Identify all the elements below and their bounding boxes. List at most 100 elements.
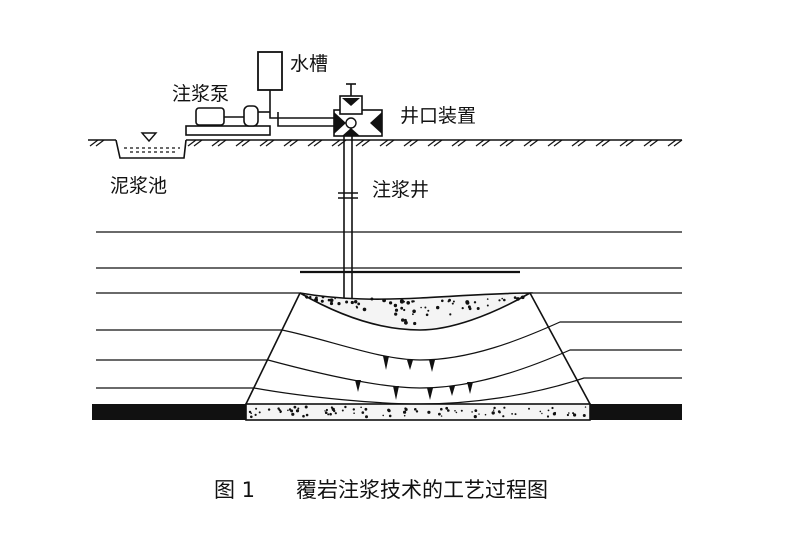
grout-vein xyxy=(467,382,473,394)
grout-dot xyxy=(411,300,414,303)
grout-well xyxy=(338,136,358,304)
goaf-dot xyxy=(352,408,355,411)
grout-dot xyxy=(473,301,477,304)
goaf-dot xyxy=(404,408,408,411)
goaf-dot xyxy=(295,409,300,413)
goaf-dot xyxy=(341,409,344,412)
goaf-dot xyxy=(327,413,330,416)
goaf-dot xyxy=(528,407,530,410)
goaf-dot xyxy=(361,411,365,414)
grout-dot xyxy=(476,307,480,310)
hatch-mark xyxy=(643,139,653,147)
grout-dot xyxy=(393,303,398,308)
hatch-mark xyxy=(89,139,99,147)
fracture-boundary-right xyxy=(529,292,591,405)
goaf-dot xyxy=(302,414,305,418)
goaf-dot xyxy=(293,405,297,409)
goaf-dot xyxy=(297,407,300,410)
hatch-mark xyxy=(481,139,491,147)
goaf-dot xyxy=(267,408,271,411)
grout-dot xyxy=(327,298,331,302)
hatch-mark xyxy=(385,139,395,147)
goaf-dot xyxy=(474,409,478,412)
grout-vein xyxy=(427,388,433,400)
label-wellhead: 井口装置 xyxy=(400,105,476,127)
grout-dot xyxy=(441,299,444,303)
grout-dot xyxy=(315,296,318,300)
hatch-mark xyxy=(577,139,587,147)
goaf-dot xyxy=(329,412,332,416)
goaf-dot xyxy=(304,405,308,409)
hatch-mark xyxy=(379,139,389,147)
label-mud-pool: 泥浆池 xyxy=(110,175,167,197)
grout-dot xyxy=(357,302,361,306)
grout-dot xyxy=(420,306,422,309)
goaf-dot xyxy=(291,412,295,416)
goaf-dot xyxy=(541,412,543,415)
hatch-mark xyxy=(523,139,533,147)
mud-pool xyxy=(115,132,187,159)
grout-dot xyxy=(345,300,349,304)
hatch-mark xyxy=(211,139,221,147)
goaf-dot xyxy=(584,406,587,408)
goaf-dot xyxy=(473,415,477,419)
grout-dot xyxy=(399,299,404,304)
goaf-dot xyxy=(568,412,570,414)
hatch-mark xyxy=(289,139,299,147)
grout-dot xyxy=(412,309,416,314)
goaf-dot xyxy=(478,413,480,415)
hatch-mark xyxy=(95,139,105,147)
grout-dot xyxy=(309,295,312,299)
hatch-mark xyxy=(451,139,461,147)
goaf-dot xyxy=(305,413,309,417)
goaf-dot xyxy=(514,413,517,416)
grout-dot xyxy=(334,297,336,300)
label-grout-well: 注浆井 xyxy=(372,179,429,201)
grout-dot xyxy=(424,306,427,309)
goaf-dot xyxy=(255,407,258,410)
grout-particles xyxy=(305,295,525,326)
grout-dot xyxy=(394,308,399,312)
hatch-mark xyxy=(361,139,371,147)
grout-dot xyxy=(356,306,359,309)
label-water-tank: 水槽 xyxy=(290,53,328,75)
grout-vein xyxy=(407,360,413,370)
grout-dot xyxy=(403,308,406,312)
goaf-dot xyxy=(353,412,355,415)
hatch-mark xyxy=(427,139,437,147)
hatch-mark xyxy=(475,139,485,147)
grout-dot xyxy=(521,296,524,299)
goaf-dot xyxy=(547,409,550,412)
hatch-mark xyxy=(313,139,323,147)
goaf-dot xyxy=(493,406,496,410)
goaf-dot xyxy=(280,411,282,413)
goaf-dot xyxy=(248,410,252,414)
grout-dot xyxy=(516,297,520,301)
grout-dot xyxy=(449,313,452,316)
water-level-icon xyxy=(140,132,158,143)
grout-dot xyxy=(321,300,324,303)
goaf-dot xyxy=(502,415,505,418)
goaf-dot xyxy=(484,413,487,416)
goaf-particles xyxy=(248,405,587,419)
goaf-dot xyxy=(445,406,449,410)
goaf-dot xyxy=(414,408,417,411)
coal-seam-left xyxy=(92,404,246,420)
grout-dot xyxy=(465,301,470,305)
goaf-dot xyxy=(364,407,368,411)
coal-seam-right xyxy=(590,404,682,420)
rock-strata xyxy=(96,231,682,274)
grout-vein xyxy=(355,380,361,392)
grout-dot xyxy=(452,300,455,303)
goaf-dot xyxy=(491,411,495,415)
grout-dot xyxy=(406,301,411,305)
grout-dot xyxy=(394,312,398,316)
grout-dot xyxy=(413,321,417,326)
grout-dot xyxy=(425,313,429,317)
goaf-dot xyxy=(288,408,292,411)
hatch-mark xyxy=(547,139,557,147)
hatch-mark xyxy=(625,139,635,147)
grout-dot xyxy=(370,297,374,301)
goaf-dot xyxy=(365,415,368,419)
grout-vein xyxy=(393,386,399,400)
